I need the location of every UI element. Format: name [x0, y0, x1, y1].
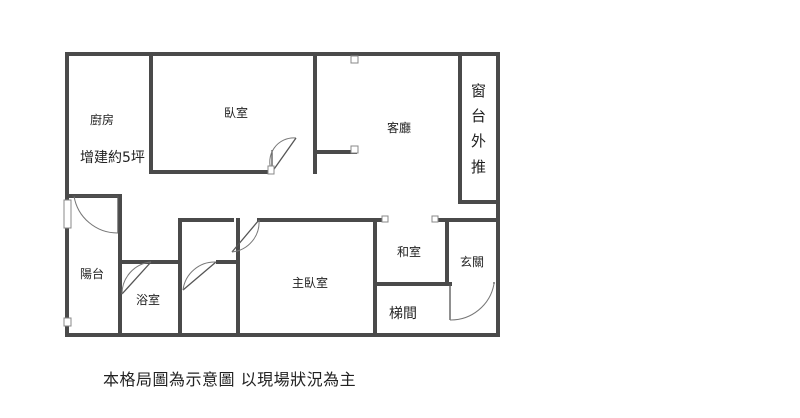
window-bay-label: 窗 台 外 推: [471, 82, 486, 176]
room-label-entrance: 玄關: [460, 254, 484, 269]
room-label-living-room: 客廳: [387, 120, 411, 135]
room-label-stairwell: 梯間: [389, 306, 417, 322]
outer-walls: [65, 52, 500, 337]
window-bay-char-3: 外: [471, 132, 486, 150]
room-label-bedroom: 臥室: [224, 105, 248, 120]
room-label-master-bedroom: 主臥室: [292, 275, 328, 290]
room-label-kitchen: 廚房: [90, 112, 114, 127]
room-label-extension: 增建約5坪: [80, 150, 145, 166]
room-label-japanese-room: 和室: [397, 244, 421, 259]
interior-walls: [65, 52, 500, 337]
doors: [72, 137, 495, 321]
window-bay-char-4: 推: [471, 158, 486, 176]
room-label-bathroom: 浴室: [136, 292, 160, 307]
disclaimer-caption: 本格局圖為示意圖 以現場狀況為主: [103, 370, 357, 389]
room-label-balcony: 陽台: [80, 266, 104, 281]
window-markers: [63, 55, 439, 327]
window-bay-char-2: 台: [471, 107, 486, 125]
window-bay-char-1: 窗: [471, 82, 486, 100]
